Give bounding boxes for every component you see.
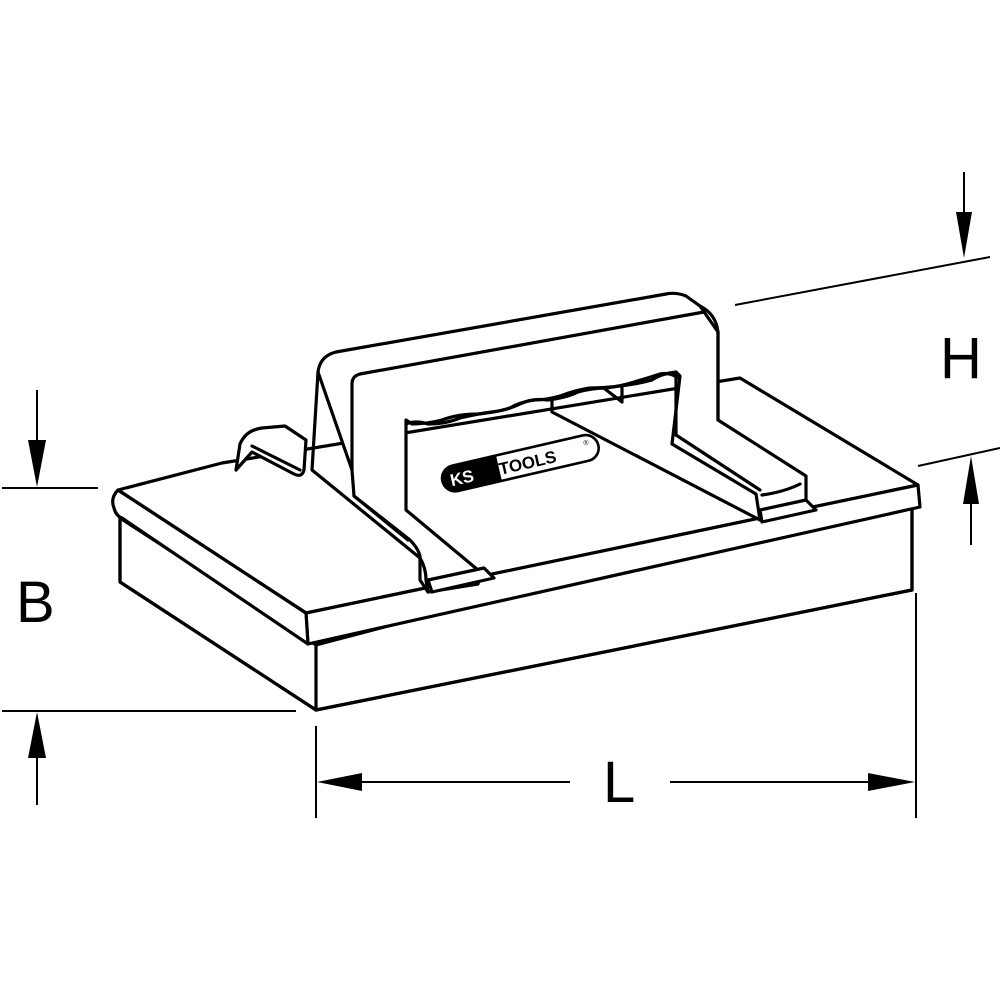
width-dimension-label: B: [16, 570, 55, 635]
logo-ks-text: KS: [448, 466, 475, 490]
brand-logo: KS TOOLS ®: [440, 433, 600, 493]
handle: [234, 291, 818, 594]
length-dimension-label: L: [603, 750, 636, 815]
arrow-left-icon: [317, 773, 362, 791]
dimension-b: [2, 390, 296, 805]
arrow-up-icon: [963, 456, 979, 504]
height-dimension-label: H: [940, 326, 982, 391]
dimension-h: [734, 172, 1000, 545]
registered-mark: ®: [583, 438, 591, 447]
arrow-down-icon: [28, 440, 46, 487]
arrow-down-icon: [956, 212, 972, 258]
dimension-l: [315, 593, 917, 818]
arrow-right-icon: [868, 773, 915, 791]
arrow-up-icon: [28, 712, 46, 758]
base-plate: [111, 376, 922, 712]
